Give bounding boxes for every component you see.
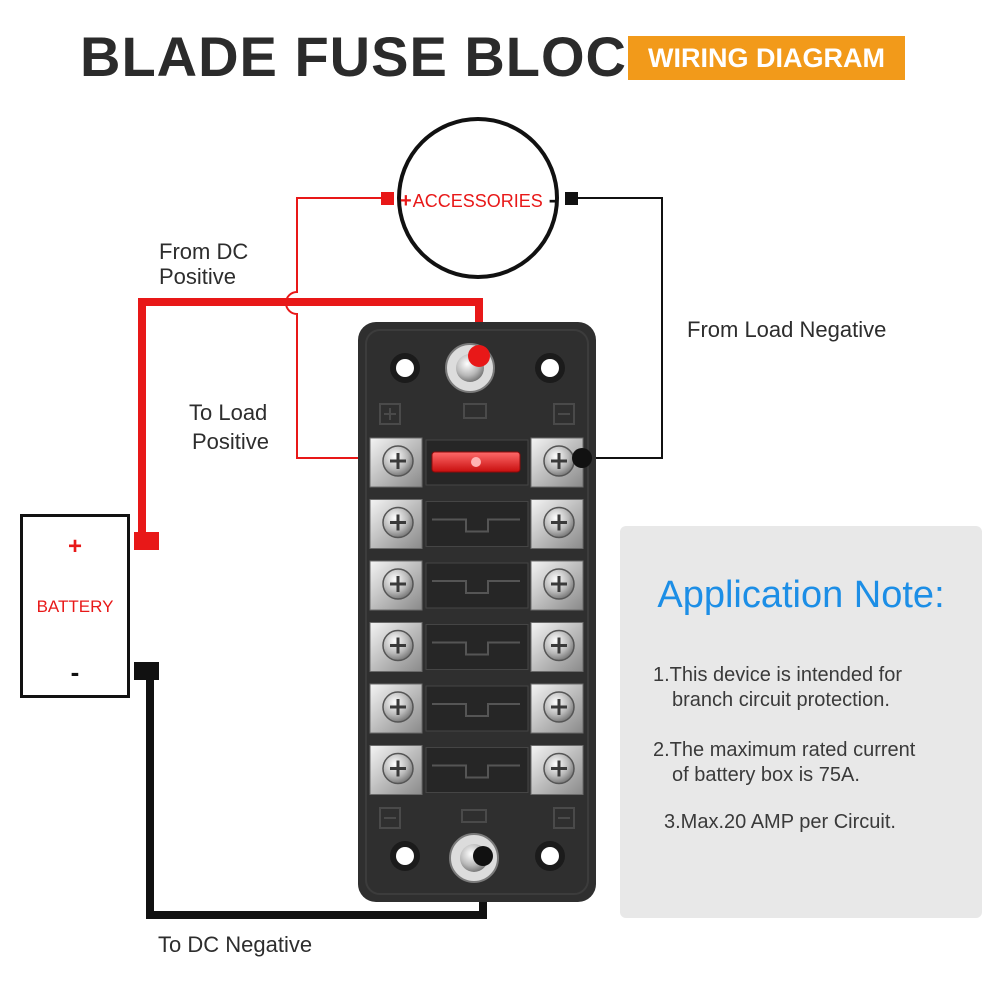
fuse-rows: [369, 437, 584, 795]
accessories-text: ACCESSORIES: [412, 191, 543, 211]
screw-slot-right-4: [551, 637, 567, 654]
note-item-2-line1: 2.The maximum rated current: [653, 739, 916, 761]
wiring-diagram-badge: WIRING DIAGRAM: [628, 36, 905, 80]
page-title: BLADE FUSE BLOCK: [80, 25, 669, 88]
label-to-load-positive-line2: Positive: [192, 429, 270, 454]
screw-slot-left-2: [390, 514, 406, 531]
screw-slot-left-6: [390, 760, 406, 777]
label-from-dc-positive-line1: From DC: [159, 239, 249, 264]
application-note-panel: Application Note: 1.This device is inten…: [620, 526, 982, 918]
fuse-contacts-3: [432, 580, 520, 594]
screw-slot-left-4: [390, 637, 406, 654]
label-from-load-negative: From Load Negative: [687, 317, 887, 342]
screw-slot-right-2: [551, 514, 567, 531]
accessories-negative-terminal: [565, 192, 578, 205]
fuse-slot-6: [425, 747, 529, 793]
battery-negative-terminal: [134, 662, 159, 680]
note-item-1-line1: 1.This device is intended for: [653, 664, 903, 686]
screw-slot-left-5: [390, 699, 406, 715]
application-note-title: Application Note:: [657, 574, 945, 616]
accessories-circle: [397, 117, 559, 279]
accessories-label: +ACCESSORIES-: [400, 187, 556, 213]
screw-slot-left-3: [390, 576, 406, 592]
accessories-minus-sign: -: [548, 187, 557, 212]
fuse-slot-5: [425, 685, 529, 732]
battery-positive-terminal: [134, 532, 159, 550]
fuse-contacts-4: [432, 641, 520, 656]
fuse-slot-2: [425, 501, 529, 547]
fuse-block: [358, 322, 596, 902]
wire-from-load-negative: [570, 197, 663, 459]
screw-slot-right-3: [551, 576, 567, 592]
label-to-dc-negative: To DC Negative: [158, 932, 313, 957]
load-negative-connector: [572, 448, 592, 468]
label-to-load-positive-line1: To Load: [189, 400, 268, 425]
fuse-contacts-6: [432, 764, 520, 779]
fuse-slot-4: [425, 624, 529, 670]
battery-minus-sign: -: [70, 657, 80, 687]
accessories-positive-terminal: [381, 192, 394, 205]
battery: + BATTERY -: [20, 514, 130, 698]
screw-slot-right-5: [551, 699, 567, 715]
label-from-dc-positive-line2: Positive: [159, 264, 237, 289]
battery-plus-sign: +: [67, 533, 82, 560]
screw-slot-right-6: [551, 760, 567, 777]
battery-label: BATTERY: [36, 597, 114, 616]
screw-slot-right-1: [551, 453, 567, 469]
fuse-contacts-2: [432, 518, 520, 533]
fuse-contacts-5: [432, 703, 520, 717]
screw-slot-left-1: [390, 453, 406, 469]
accessories-plus-sign: +: [400, 190, 412, 212]
note-item-2-line2: of battery box is 75A.: [672, 764, 860, 786]
fuse-window-1: [471, 457, 481, 467]
note-item-1-line2: branch circuit protection.: [672, 689, 890, 711]
fuse-slot-3: [425, 562, 529, 609]
note-item-3-line1: 3.Max.20 AMP per Circuit.: [664, 811, 896, 833]
